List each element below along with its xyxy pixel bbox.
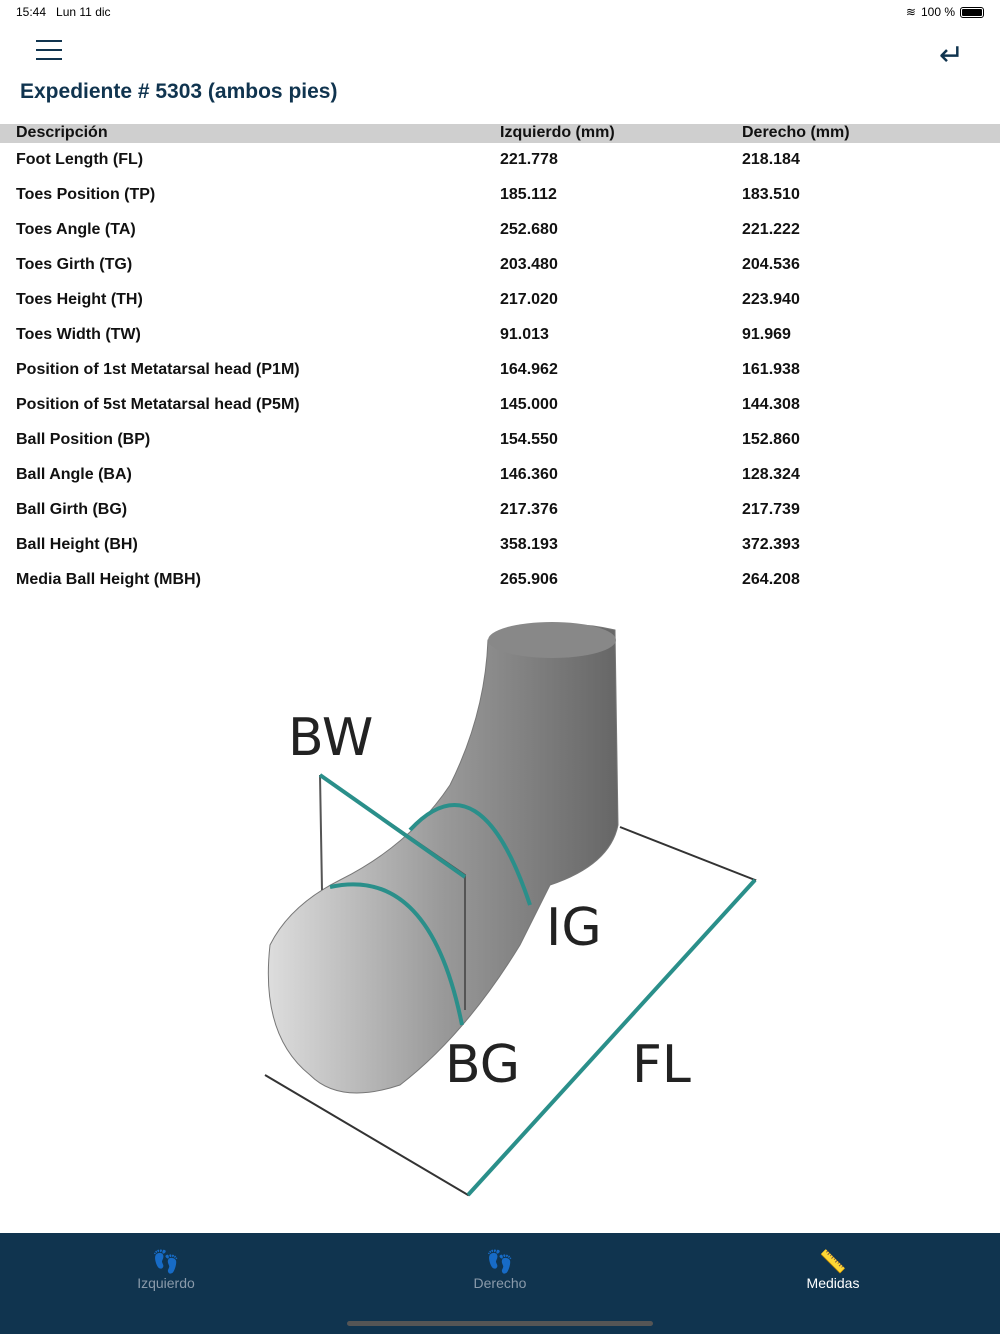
table-row: Ball Girth (BG) 217.376 217.739 bbox=[0, 501, 1000, 536]
header-left: Izquierdo (mm) bbox=[500, 124, 615, 141]
foot-icon: 👣 bbox=[152, 1249, 180, 1274]
table-header: Descripción Izquierdo (mm) Derecho (mm) bbox=[0, 124, 1000, 143]
row-description: Toes Height (TH) bbox=[16, 291, 143, 308]
table-row: Media Ball Height (MBH) 265.906 264.208 bbox=[0, 571, 1000, 606]
row-right-value: 183.510 bbox=[742, 186, 800, 203]
row-right-value: 221.222 bbox=[742, 221, 800, 238]
ruler-icon: 📏 bbox=[819, 1249, 847, 1274]
row-description: Ball Girth (BG) bbox=[16, 501, 128, 518]
table-row: Toes Girth (TG) 203.480 204.536 bbox=[0, 256, 1000, 291]
row-left-value: 203.480 bbox=[500, 256, 558, 273]
header-right: Derecho (mm) bbox=[742, 124, 850, 141]
row-left-value: 217.020 bbox=[500, 291, 558, 308]
row-right-value: 264.208 bbox=[742, 571, 800, 588]
row-description: Toes Angle (TA) bbox=[16, 221, 136, 238]
row-left-value: 164.962 bbox=[500, 361, 558, 378]
status-time: 15:44 Lun 11 dic bbox=[16, 5, 111, 19]
row-left-value: 217.376 bbox=[500, 501, 558, 518]
row-description: Ball Angle (BA) bbox=[16, 466, 132, 483]
battery-icon bbox=[960, 6, 984, 18]
bw-line bbox=[318, 773, 467, 879]
label-fl: FL bbox=[632, 1035, 691, 1095]
battery-text: 100 % bbox=[920, 5, 955, 19]
row-left-value: 154.550 bbox=[500, 431, 558, 448]
row-right-value: 217.739 bbox=[742, 501, 800, 518]
row-right-value: 91.969 bbox=[742, 326, 791, 343]
home-indicator bbox=[347, 1321, 653, 1326]
tab-label: Medidas bbox=[806, 1275, 860, 1291]
row-description: Toes Position (TP) bbox=[16, 186, 156, 203]
foot-icon: 👣 bbox=[486, 1249, 514, 1274]
header-description: Descripción bbox=[16, 124, 108, 141]
label-bg: BG bbox=[445, 1035, 520, 1095]
table-row: Toes Angle (TA) 252.680 221.222 bbox=[0, 221, 1000, 256]
row-description: Foot Length (FL) bbox=[16, 151, 144, 168]
row-description: Position of 5st Metatarsal head (P5M) bbox=[16, 396, 300, 413]
tab-bar: 👣Izquierdo 👣Derecho 📏Medidas bbox=[0, 1233, 1000, 1334]
fl-line bbox=[466, 878, 757, 1197]
row-left-value: 221.778 bbox=[500, 151, 558, 168]
row-right-value: 218.184 bbox=[742, 151, 800, 168]
back-button[interactable]: ↵ bbox=[938, 39, 964, 72]
row-left-value: 146.360 bbox=[500, 466, 558, 483]
row-description: Ball Height (BH) bbox=[16, 536, 138, 553]
table-row: Toes Position (TP) 185.112 183.510 bbox=[0, 186, 1000, 221]
table-row: Position of 1st Metatarsal head (P1M) 164… bbox=[0, 361, 1000, 396]
table-row: Ball Height (BH) 358.193 372.393 bbox=[0, 536, 1000, 571]
table-row: Toes Width (TW) 91.013 91.969 bbox=[0, 326, 1000, 361]
ig-line bbox=[408, 803, 532, 906]
row-right-value: 128.324 bbox=[742, 466, 800, 483]
row-description: Media Ball Height (MBH) bbox=[16, 571, 201, 588]
table-row: Ball Angle (BA) 146.360 128.324 bbox=[0, 466, 1000, 501]
table-row: Foot Length (FL) 221.778 218.184 bbox=[0, 151, 1000, 186]
tab-izquierdo[interactable]: 👣Izquierdo bbox=[66, 1249, 266, 1291]
page-title: Expediente # 5303 (ambos pies) bbox=[20, 80, 338, 103]
row-left-value: 358.193 bbox=[500, 536, 558, 553]
menu-button[interactable] bbox=[36, 40, 62, 62]
label-bw: BW bbox=[288, 708, 373, 768]
wifi-icon: ≋ bbox=[905, 5, 916, 19]
tab-label: Izquierdo bbox=[137, 1275, 195, 1291]
table-row: Ball Position (BP) 154.550 152.860 bbox=[0, 431, 1000, 466]
bg-line bbox=[329, 882, 464, 1026]
status-right: ≋ 100 % bbox=[906, 5, 984, 19]
tab-medidas[interactable]: 📏Medidas bbox=[733, 1249, 933, 1291]
row-right-value: 161.938 bbox=[742, 361, 800, 378]
row-left-value: 265.906 bbox=[500, 571, 558, 588]
row-left-value: 145.000 bbox=[500, 396, 558, 413]
row-left-value: 91.013 bbox=[500, 326, 549, 343]
row-description: Position of 1st Metatarsal head (P1M) bbox=[16, 361, 300, 378]
row-right-value: 204.536 bbox=[742, 256, 800, 273]
row-description: Ball Position (BP) bbox=[16, 431, 151, 448]
tab-derecho[interactable]: 👣Derecho bbox=[400, 1249, 600, 1291]
label-ig: IG bbox=[546, 898, 602, 958]
table-row: Position of 5st Metatarsal head (P5M) 145… bbox=[0, 396, 1000, 431]
row-left-value: 185.112 bbox=[500, 186, 557, 203]
status-bar: 15:44 Lun 11 dic ≋ 100 % bbox=[16, 5, 984, 21]
tab-label: Derecho bbox=[473, 1275, 527, 1291]
row-description: Toes Girth (TG) bbox=[16, 256, 133, 273]
row-right-value: 372.393 bbox=[742, 536, 800, 553]
ankle-top bbox=[488, 622, 616, 658]
foot-diagram: BW IG BG FL bbox=[264, 622, 757, 1197]
row-right-value: 223.940 bbox=[742, 291, 800, 308]
row-right-value: 152.860 bbox=[742, 431, 800, 448]
row-left-value: 252.680 bbox=[500, 221, 558, 238]
table-row: Toes Height (TH) 217.020 223.940 bbox=[0, 291, 1000, 326]
row-description: Toes Width (TW) bbox=[16, 326, 141, 343]
row-right-value: 144.308 bbox=[742, 396, 800, 413]
